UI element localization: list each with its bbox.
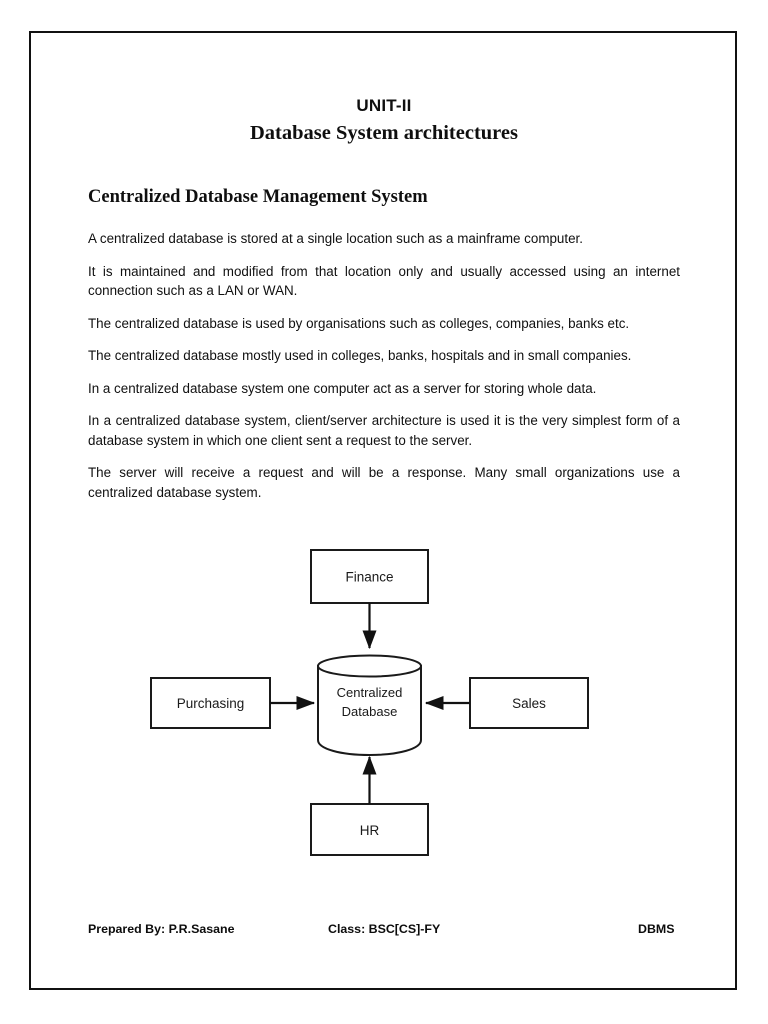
paragraph: A centralized database is stored at a si… <box>88 231 583 247</box>
diagram-node-sales: Sales <box>469 677 589 729</box>
document-unit-title: UNIT-II <box>356 96 412 115</box>
purchasing-box <box>150 677 271 729</box>
paragraph: The centralized database is used by orga… <box>88 315 630 331</box>
hr-label: HR <box>360 823 380 838</box>
paragraph: The server will receive a request and wi… <box>88 465 680 500</box>
paragraph: It is maintained and modified from that … <box>88 263 680 299</box>
page-footer: Prepared By: P.R.Sasane Class: BSC[CS]-F… <box>88 922 680 944</box>
purchasing-label: Purchasing <box>177 696 245 711</box>
document-main-title: Database System architectures <box>250 122 518 145</box>
footer-subject: DBMS <box>638 922 675 936</box>
diagram-node-purchasing: Purchasing <box>150 677 271 729</box>
section-heading: Centralized Database Management System <box>88 186 428 207</box>
diagram-canvas: Finance Purchasing Sales HR <box>150 549 589 856</box>
database-label-line1: Centralized <box>337 685 403 700</box>
database-label-line2: Database <box>342 704 398 719</box>
cylinder-body <box>317 665 422 757</box>
footer-class: Class: BSC[CS]-FY <box>328 922 441 936</box>
paragraph: In a centralized database system, client… <box>88 413 680 448</box>
footer-prepared-by: Prepared By: P.R.Sasane <box>88 922 235 936</box>
sales-label: Sales <box>512 696 546 711</box>
cylinder-top <box>317 654 422 678</box>
centralized-database-cylinder: Centralized Database <box>317 654 422 757</box>
diagram-node-hr: HR <box>310 803 429 856</box>
centralized-database-diagram: Finance Purchasing Sales HR <box>140 540 610 870</box>
paragraph: The centralized database mostly used in … <box>88 348 632 364</box>
diagram-node-finance: Finance <box>310 549 429 604</box>
finance-label: Finance <box>345 570 393 585</box>
finance-box <box>310 549 429 604</box>
paragraph: In a centralized database system one com… <box>88 380 597 396</box>
document-content: UNIT-II Database System architectures Ce… <box>88 31 680 502</box>
body-text-block: A centralized database is stored at a si… <box>88 208 680 502</box>
